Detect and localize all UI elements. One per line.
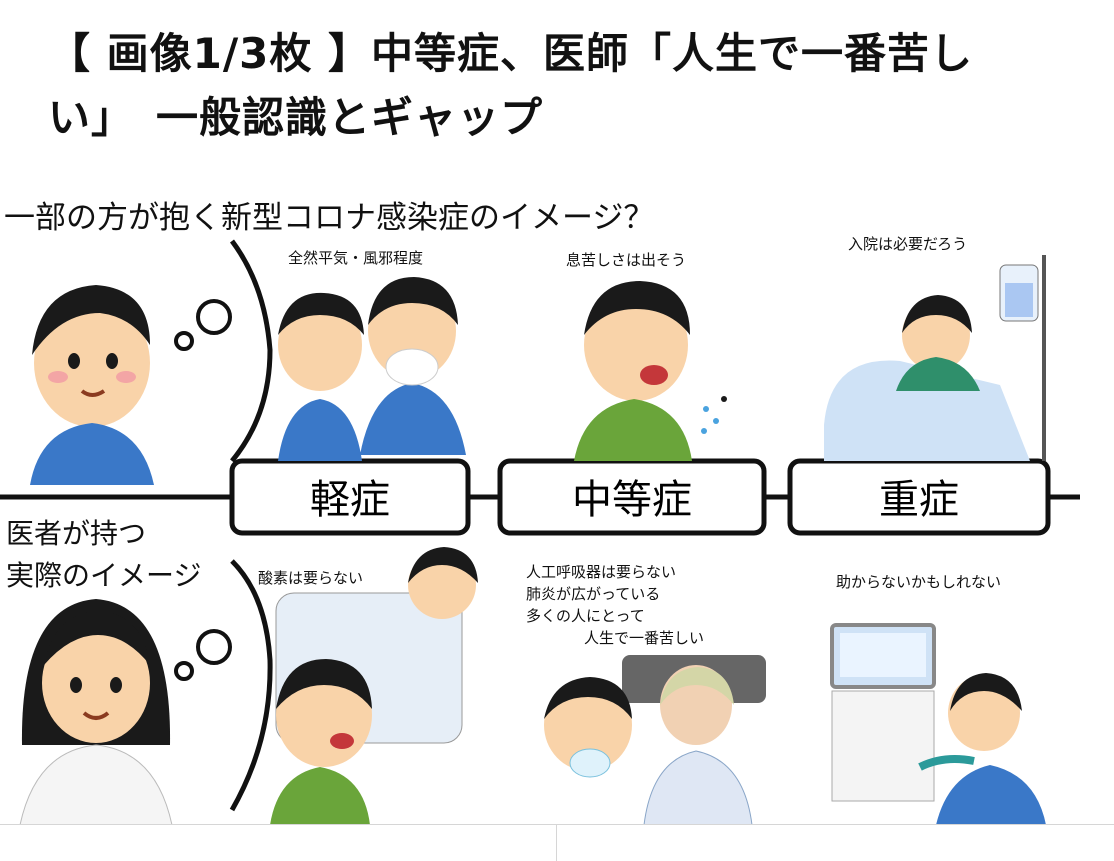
doctor-thought-dot-large (196, 629, 232, 665)
public-thought-bubble-outline (229, 239, 273, 463)
moderate-public-illustration (574, 281, 727, 461)
doctor-figure (19, 599, 173, 825)
public-thought-dot-small (174, 331, 194, 351)
severe-doctor-illustration (830, 623, 1046, 825)
doctor-note-mild: 酸素は要らない (258, 569, 363, 587)
bottom-caption-line-2: 実際のイメージ (6, 559, 201, 592)
moderate-doctor-illustration (544, 655, 766, 825)
headline-line-2: い」 一般認識とギャップ (48, 93, 544, 142)
severe-public-illustration (824, 255, 1046, 461)
public-note-severe: 入院は必要だろう (848, 235, 967, 253)
doctor-thought-dot-small (174, 661, 194, 681)
stage-label-mild: 軽症 (310, 477, 390, 523)
covid-severity-illustration: 一部の方が抱く新型コロナ感染症のイメージ？ 医者が持つ 実際のイメージ 全然平気… (0, 200, 1080, 825)
public-thought-dot-large (196, 299, 232, 335)
doctor-thought-bubble-outline (229, 559, 273, 812)
doctor-note-moderate-2: 肺炎が広がっている (526, 585, 660, 603)
mild-doctor-illustration (270, 547, 478, 825)
stage-box-moderate: 中等症 (497, 458, 767, 536)
public-note-mild: 全然平気・風邪程度 (288, 249, 423, 267)
doctor-note-severe: 助からないかもしれない (836, 573, 1001, 591)
public-note-moderate: 息苦しさは出そう (566, 251, 686, 269)
stage-label-moderate: 中等症 (572, 477, 692, 523)
stage-box-mild: 軽症 (229, 458, 471, 536)
mild-public-illustration (278, 277, 466, 461)
public-figure-boy (30, 285, 154, 485)
stage-label-severe: 重症 (879, 477, 959, 523)
footer-split-divider (556, 825, 557, 861)
bottom-caption-line-1: 医者が持つ (6, 517, 146, 550)
stage-box-severe: 重症 (787, 458, 1051, 536)
footer-divider (0, 824, 1114, 825)
doctor-note-moderate-4: 人生で一番苦しい (584, 629, 704, 647)
doctor-note-moderate-3: 多くの人にとって (526, 607, 645, 625)
top-caption: 一部の方が抱く新型コロナ感染症のイメージ？ (4, 200, 654, 236)
headline: 【 画像1/3枚 】中等症、医師「人生で一番苦し い」 一般認識とギャップ (48, 22, 1078, 150)
headline-line-1: 【 画像1/3枚 】中等症、医師「人生で一番苦し (48, 29, 974, 78)
doctor-note-moderate-1: 人工呼吸器は要らない (526, 563, 676, 581)
